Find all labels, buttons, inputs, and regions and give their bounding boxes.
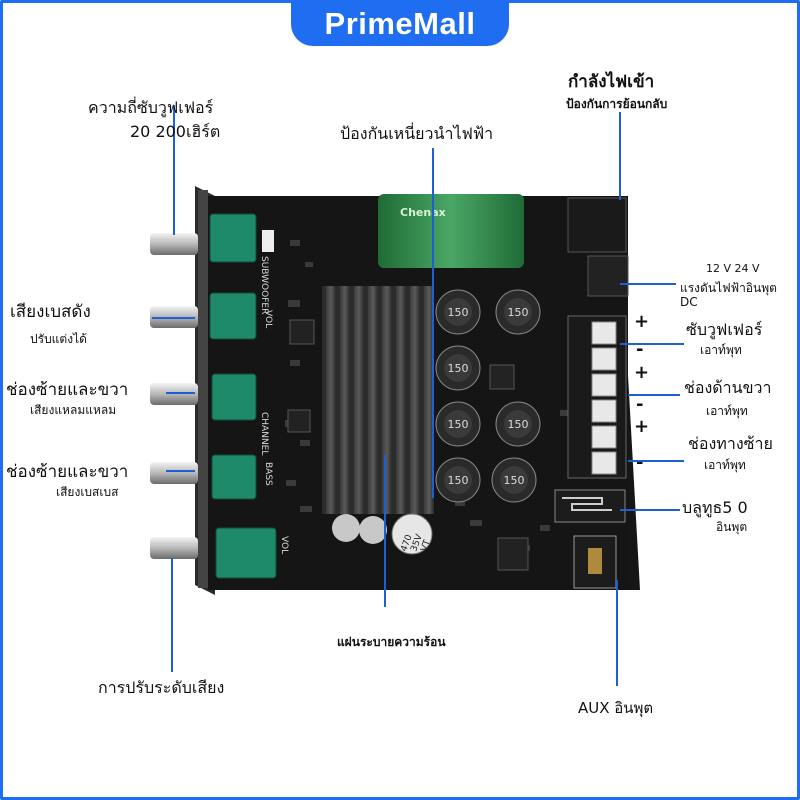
label-output-2: เอาท์พุท <box>706 404 748 418</box>
svg-text:+: + <box>634 311 649 332</box>
cap-text-3: VT <box>419 538 433 553</box>
front-panel <box>198 190 208 588</box>
label-bluetooth: บลูทูธ5 0 <box>682 498 748 517</box>
inductors: 150 150 150 150 150 150 150 <box>435 289 541 503</box>
svg-text:150: 150 <box>448 418 469 431</box>
label-right-channel: ช่องด้านขวา <box>684 378 772 397</box>
svg-text:-: - <box>636 394 643 415</box>
label-bass-adjustable: ปรับแต่งได้ <box>30 332 87 346</box>
terminal-signs: + - + - + - <box>634 311 649 473</box>
pot-5 <box>215 527 277 579</box>
heatsink <box>322 286 434 514</box>
label-subwoofer-output: ซับวูฟเฟอร์ <box>686 320 763 339</box>
silkscreen-labels: SUBWOOFER VOL CHANNEL BASS VOL <box>259 256 289 554</box>
label-aux-input: AUX อินพุต <box>578 699 654 717</box>
label-left-right-channel-1: ช่องซ้ายและขวา <box>6 380 129 400</box>
label-dc-input: แรงดันไฟฟ้าอินพุต <box>680 281 777 295</box>
label-treble: เสียงแหลมแหลม <box>30 403 117 417</box>
label-volume-adjust: การปรับระดับเสียง <box>98 678 225 697</box>
svg-text:150: 150 <box>508 306 529 319</box>
silk-subwoofer: SUBWOOFER <box>259 256 269 314</box>
callout-lines <box>152 105 684 686</box>
svg-text:150: 150 <box>448 306 469 319</box>
label-dc-range: 12 V 24 V <box>706 262 760 275</box>
label-power-input: กำลังไฟเข้า <box>568 72 655 92</box>
aux-contact <box>588 548 602 574</box>
label-left-channel: ช่องทางซ้าย <box>688 434 773 453</box>
smd-components <box>285 240 570 551</box>
label-heatsink: แผ่นระบายความร้อน <box>337 635 446 649</box>
knob-shafts <box>150 233 198 559</box>
pot-4 <box>211 454 257 500</box>
svg-text:150: 150 <box>504 474 525 487</box>
label-bass-sound: เสียงเบสดัง <box>10 302 91 322</box>
bluetooth-module <box>554 489 626 523</box>
svg-text:150: 150 <box>508 418 529 431</box>
potentiometers <box>209 213 277 579</box>
svg-text:150: 150 <box>448 474 469 487</box>
ic-chip-1 <box>289 319 315 345</box>
knob-4 <box>150 462 198 484</box>
svg-text:-: - <box>636 452 643 473</box>
ic-chip-3 <box>497 537 529 571</box>
label-subwoofer-frequency-range: 20 200เฮิร์ต <box>130 122 221 141</box>
small-cap-1 <box>332 514 360 542</box>
pot-2 <box>209 292 257 340</box>
label-left-right-channel-2: ช่องซ้ายและขวา <box>6 462 129 482</box>
bt-antenna <box>562 497 612 511</box>
svg-text:150: 150 <box>448 362 469 375</box>
label-reverse-protect: ป้องกันการย้อนกลับ <box>566 97 668 111</box>
label-output-3: เอาท์พุท <box>704 458 746 472</box>
dc-jack <box>567 197 627 253</box>
pot-3 <box>211 373 257 421</box>
silk-vol-1: VOL <box>263 310 273 328</box>
silk-channel: CHANNEL <box>259 412 269 455</box>
pot-1 <box>209 213 257 263</box>
silk-bass: BASS <box>263 462 273 486</box>
knob-1 <box>150 233 198 255</box>
small-cap-2 <box>359 516 387 544</box>
label-induction-protect: ป้องกันเหนี่ยวนำไฟฟ้า <box>340 124 494 143</box>
capacitor-brand: Chenax <box>400 206 446 219</box>
knob-5 <box>150 537 198 559</box>
terminal-screws <box>591 321 617 475</box>
svg-text:-: - <box>636 339 643 360</box>
label-dc: DC <box>680 295 698 309</box>
capacitor-470 <box>391 513 433 555</box>
svg-text:+: + <box>634 416 649 437</box>
white-connector <box>262 230 274 252</box>
big-capacitor <box>378 194 524 268</box>
label-subwoofer-frequency: ความถี่ซับวูฟเฟอร์ <box>88 98 214 117</box>
brand-logo: PrimeMall <box>291 2 509 46</box>
silk-vol-2: VOL <box>279 536 289 554</box>
ic-chip-2 <box>287 409 311 433</box>
label-bass-bass: เสียงเบสเบส <box>56 485 119 499</box>
label-bluetooth-input: อินพุต <box>716 520 748 534</box>
ic-chip-4 <box>489 364 515 390</box>
label-output-1: เอาท์พุท <box>700 343 742 357</box>
dc-jack-base <box>587 255 629 297</box>
svg-text:+: + <box>634 362 649 383</box>
